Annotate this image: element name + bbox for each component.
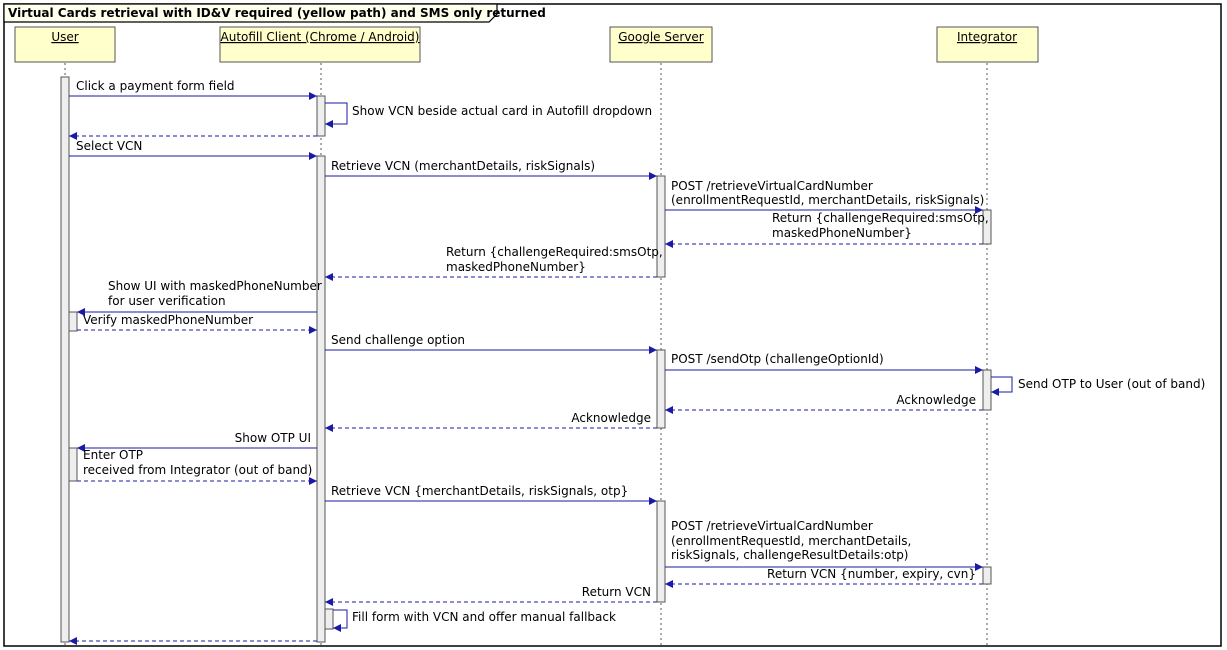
activation-server-1 [656, 175, 666, 278]
participant-server: Google Server [609, 26, 713, 63]
participant-integrator: Integrator [936, 26, 1039, 63]
message-label: POST /sendOtp (challengeOptionId) [671, 352, 884, 366]
activation-integrator-3 [982, 566, 992, 585]
message-label: received from Integrator (out of band) [83, 463, 312, 477]
activation-integrator-1 [982, 209, 992, 245]
message-label: maskedPhoneNumber} [772, 226, 912, 240]
participant-user: User [14, 26, 116, 63]
message-label: Click a payment form field [76, 79, 235, 93]
activations [60, 76, 992, 643]
message-label: Send challenge option [331, 333, 465, 347]
activation-client-main [316, 155, 326, 643]
message-label: Acknowledge [571, 411, 651, 425]
frame-title-tab [3, 3, 498, 23]
message-arrow [333, 609, 348, 632]
message-label: maskedPhoneNumber} [446, 260, 586, 274]
messages: Click a payment form field Show VCN besi… [69, 79, 1205, 645]
message-label: Return {challengeRequired:smsOtp, [446, 245, 663, 259]
message-label: Retrieve VCN {merchantDetails, riskSigna… [331, 484, 628, 498]
participant-client: Autofill Client (Chrome / Android) [219, 26, 421, 63]
message-label: (enrollmentRequestId, merchantDetails, r… [671, 193, 984, 207]
participant-label: Autofill Client (Chrome / Android) [221, 30, 420, 44]
message-label: Send OTP to User (out of band) [1018, 377, 1205, 391]
message-label: Return VCN {number, expiry, cvn} [767, 567, 976, 581]
message-label: for user verification [108, 294, 226, 308]
activation-user-verify [68, 311, 78, 332]
message-arrow [991, 376, 1013, 396]
message-label: Show VCN beside actual card in Autofill … [352, 104, 652, 118]
message-label: (enrollmentRequestId, merchantDetails, [671, 534, 911, 548]
message-label: Return {challengeRequired:smsOtp, [772, 211, 989, 225]
message-label: riskSignals, challengeResultDetails:otp) [671, 548, 909, 562]
activation-user-main [60, 76, 70, 643]
message-label: Verify maskedPhoneNumber [83, 313, 253, 327]
message-label: Select VCN [76, 139, 142, 153]
frame-title: Virtual Cards retrieval with ID&V requir… [8, 6, 546, 20]
participant-box [219, 26, 421, 63]
activation-user-otp [68, 447, 78, 482]
participant-label: Integrator [957, 30, 1017, 44]
activation-server-3 [656, 500, 666, 603]
activation-client-dropdown [316, 95, 326, 137]
message-label: POST /retrieveVirtualCardNumber [671, 519, 873, 533]
participant-label: Google Server [618, 30, 704, 44]
participant-box [14, 26, 116, 63]
message-label: Acknowledge [896, 393, 976, 407]
diagram-frame [3, 3, 1222, 647]
message-label: Show UI with maskedPhoneNumber [108, 279, 322, 293]
message-label: Return VCN [582, 585, 651, 599]
message-label: Fill form with VCN and offer manual fall… [352, 610, 616, 624]
message-label: Retrieve VCN (merchantDetails, riskSigna… [331, 159, 595, 173]
activation-integrator-2 [982, 369, 992, 411]
participant-label: User [51, 30, 78, 44]
message-label: Show OTP UI [235, 431, 311, 445]
message-label: POST /retrieveVirtualCardNumber [671, 179, 873, 193]
participant-box [936, 26, 1039, 63]
participant-box [609, 26, 713, 63]
activation-client-fill [324, 608, 334, 630]
message-arrow [325, 102, 348, 128]
activation-server-2 [656, 349, 666, 429]
message-label: Enter OTP [83, 448, 143, 462]
